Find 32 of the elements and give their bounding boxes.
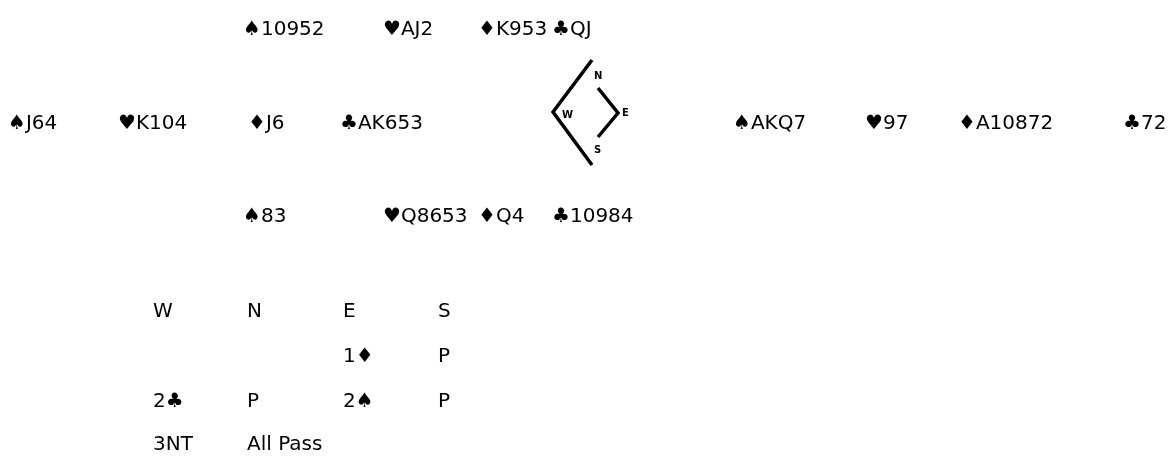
seat-heading: N <box>247 298 262 322</box>
bid: 3NT <box>153 431 193 455</box>
card-holding: ♣10984 <box>552 203 634 227</box>
card-holding: ♥Q8653 <box>383 203 468 227</box>
compass-letter: N <box>594 70 603 82</box>
card-holding: ♠83 <box>243 203 287 227</box>
bid: 2♠ <box>343 388 374 412</box>
card-holding: ♠AKQ7 <box>733 110 807 134</box>
bid: 1♦ <box>343 343 374 367</box>
compass-letter: W <box>562 109 574 121</box>
card-holding: ♥AJ2 <box>383 16 434 40</box>
card-holding: ♣QJ <box>552 16 592 40</box>
card-holding: ♦Q4 <box>478 203 525 227</box>
seat-heading: W <box>153 298 173 322</box>
card-holding: ♣AK653 <box>340 110 423 134</box>
card-holding: ♥K104 <box>118 110 188 134</box>
card-holding: ♥97 <box>865 110 909 134</box>
bid: All Pass <box>247 431 323 455</box>
seat-heading: S <box>438 298 451 322</box>
card-holding: ♦J6 <box>248 110 285 134</box>
card-holding: ♣72 <box>1123 110 1167 134</box>
card-holding: ♠J64 <box>8 110 58 134</box>
bid: P <box>438 343 451 367</box>
bid: P <box>247 388 260 412</box>
bid: 2♣ <box>153 388 184 412</box>
bid: P <box>438 388 451 412</box>
card-holding: ♠10952 <box>243 16 325 40</box>
seat-heading: E <box>343 298 356 322</box>
compass-letter: E <box>622 107 629 119</box>
compass-letter: S <box>594 144 602 156</box>
card-holding: ♦K953 <box>478 16 548 40</box>
card-holding: ♦A10872 <box>958 110 1054 134</box>
